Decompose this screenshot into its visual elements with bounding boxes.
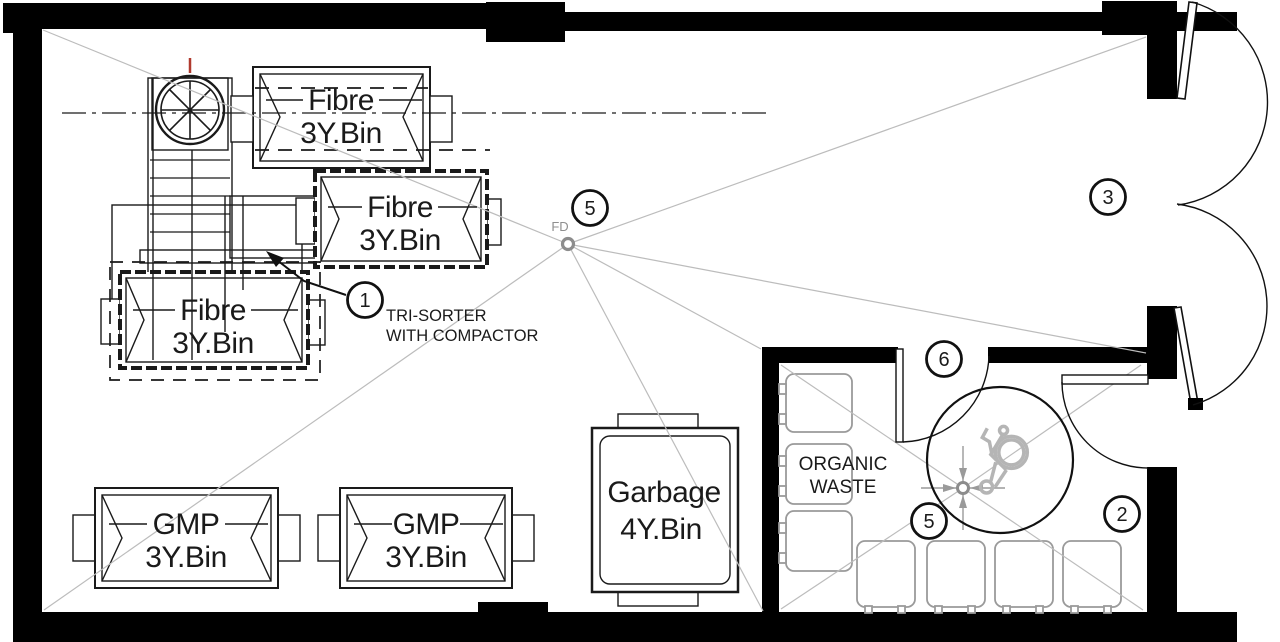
organic-waste-label-line1: ORGANIC — [799, 454, 888, 475]
bin-handle — [307, 299, 326, 346]
wall-top-left — [3, 3, 490, 29]
callout-number: 5 — [584, 198, 595, 220]
garbage-bin-size: 4Y.Bin — [620, 513, 702, 546]
door-leaf — [895, 348, 904, 443]
wall-right-lower — [1147, 467, 1177, 613]
centerlines — [62, 87, 770, 381]
organic-bin-tabs — [778, 383, 787, 564]
gmp-bin-1-label: GMP — [153, 508, 220, 541]
fibre-bin-2-label: Fibre — [367, 191, 433, 224]
organic-bin — [785, 373, 853, 433]
organic-bin — [994, 540, 1054, 608]
bin-gmp-2 — [317, 487, 535, 589]
fibre-bin-1-label: Fibre — [308, 84, 374, 117]
door-leaf — [1173, 306, 1199, 405]
wall-left — [13, 29, 42, 642]
callout-number: 3 — [1102, 187, 1113, 209]
organic-room-walls — [762, 347, 1147, 612]
bin-handle — [511, 514, 535, 562]
callout-number: 5 — [923, 511, 934, 533]
bin-handle — [295, 197, 316, 245]
gmp-bin-2-label: GMP — [393, 508, 460, 541]
wall-corner-block — [3, 3, 28, 33]
bin-handle — [230, 95, 254, 143]
callout-6: 6 — [925, 340, 963, 378]
callout-5-main: 5 — [571, 189, 609, 227]
chute-wheel-icon — [154, 74, 226, 146]
wall-top-right-run — [565, 12, 1237, 31]
callout-2: 2 — [1103, 495, 1141, 533]
organic-waste-label-line2: WASTE — [810, 477, 877, 498]
floor-drain-icon — [956, 481, 970, 495]
exterior-walls — [3, 1, 1237, 642]
callout-number: 6 — [938, 349, 949, 371]
organic-service-door — [1061, 374, 1149, 469]
bin-handle — [429, 95, 453, 143]
organic-bin — [785, 510, 853, 572]
bin-labels: Fibre 3Y.Bin Fibre 3Y.Bin Fibre 3Y.Bin G… — [109, 84, 721, 574]
callout-number: 1 — [359, 290, 370, 312]
bin-fibre-2 — [295, 169, 502, 269]
double-exit-door — [1173, 1, 1269, 410]
chute-guide-rails — [152, 78, 244, 360]
door-leaf — [1061, 374, 1149, 385]
floor-slope-lines — [42, 29, 1147, 612]
gmp-bin-1-size: 3Y.Bin — [145, 541, 227, 574]
wall-top-pier — [486, 2, 565, 42]
wall-right-mid-pier — [1147, 306, 1177, 379]
bin-fibre-3 — [100, 270, 326, 370]
organic-bin — [1062, 540, 1122, 608]
organic-room-bins — [778, 373, 1122, 614]
fibre-bin-3-label: Fibre — [180, 294, 246, 327]
accessible-turning-circle — [925, 385, 1075, 535]
callout-3: 3 — [1089, 178, 1127, 216]
door-swing-arc — [902, 355, 990, 443]
chute-ladder-rungs — [150, 159, 230, 233]
organic-room-door — [895, 348, 990, 443]
callout-5-organic: 5 — [910, 502, 948, 540]
wall-bottom-pier — [478, 602, 548, 614]
organic-wall-top-left — [762, 347, 898, 363]
wall-topright-pier-v — [1147, 35, 1177, 99]
fibre-bin-1-size: 3Y.Bin — [300, 117, 382, 150]
floor-drain-label: FD — [551, 219, 568, 234]
bin-handle — [277, 514, 301, 562]
bin-handle — [72, 514, 96, 562]
door-swing-arc — [1176, 203, 1268, 406]
organic-bin — [926, 540, 986, 608]
door-swing-arc — [1061, 381, 1149, 469]
callout-number: 2 — [1116, 504, 1127, 526]
leader-line-1 — [266, 251, 347, 296]
fibre-bin-3-size: 3Y.Bin — [172, 327, 254, 360]
tri-sorter-note-line1: TRI-SORTER — [386, 307, 487, 325]
tri-sorter-note-line2: WITH COMPACTOR — [386, 327, 539, 345]
hidden-outline-bin3 — [109, 261, 321, 381]
leader-arrowhead — [266, 251, 284, 267]
organic-bin — [856, 540, 916, 608]
organic-bin — [785, 443, 853, 505]
bin-handle — [317, 514, 341, 562]
callout-1: 1 — [346, 281, 384, 319]
organic-bin-feet — [864, 605, 1112, 614]
organic-wall-left — [762, 347, 779, 612]
annotation-texts: TRI-SORTER WITH COMPACTOR ORGANIC WASTE — [386, 307, 887, 498]
door-swing-arc — [1177, 1, 1269, 206]
wall-topright-pier-h — [1102, 1, 1177, 35]
organic-wall-top-right — [988, 347, 1147, 363]
main-floor-drain: FD — [551, 219, 576, 252]
floor-drain-icon — [560, 236, 576, 252]
bin-handle — [486, 198, 502, 246]
garbage-bin-label: Garbage — [607, 476, 720, 509]
wall-bottom — [13, 612, 1237, 642]
bin-gmp-1 — [72, 487, 301, 589]
wheelchair-icon — [978, 424, 1030, 495]
label-ticks — [109, 99, 503, 525]
bin-garbage — [590, 413, 740, 607]
gmp-bin-2-size: 3Y.Bin — [385, 541, 467, 574]
fibre-bin-2-size: 3Y.Bin — [359, 224, 441, 257]
doors — [895, 1, 1269, 469]
